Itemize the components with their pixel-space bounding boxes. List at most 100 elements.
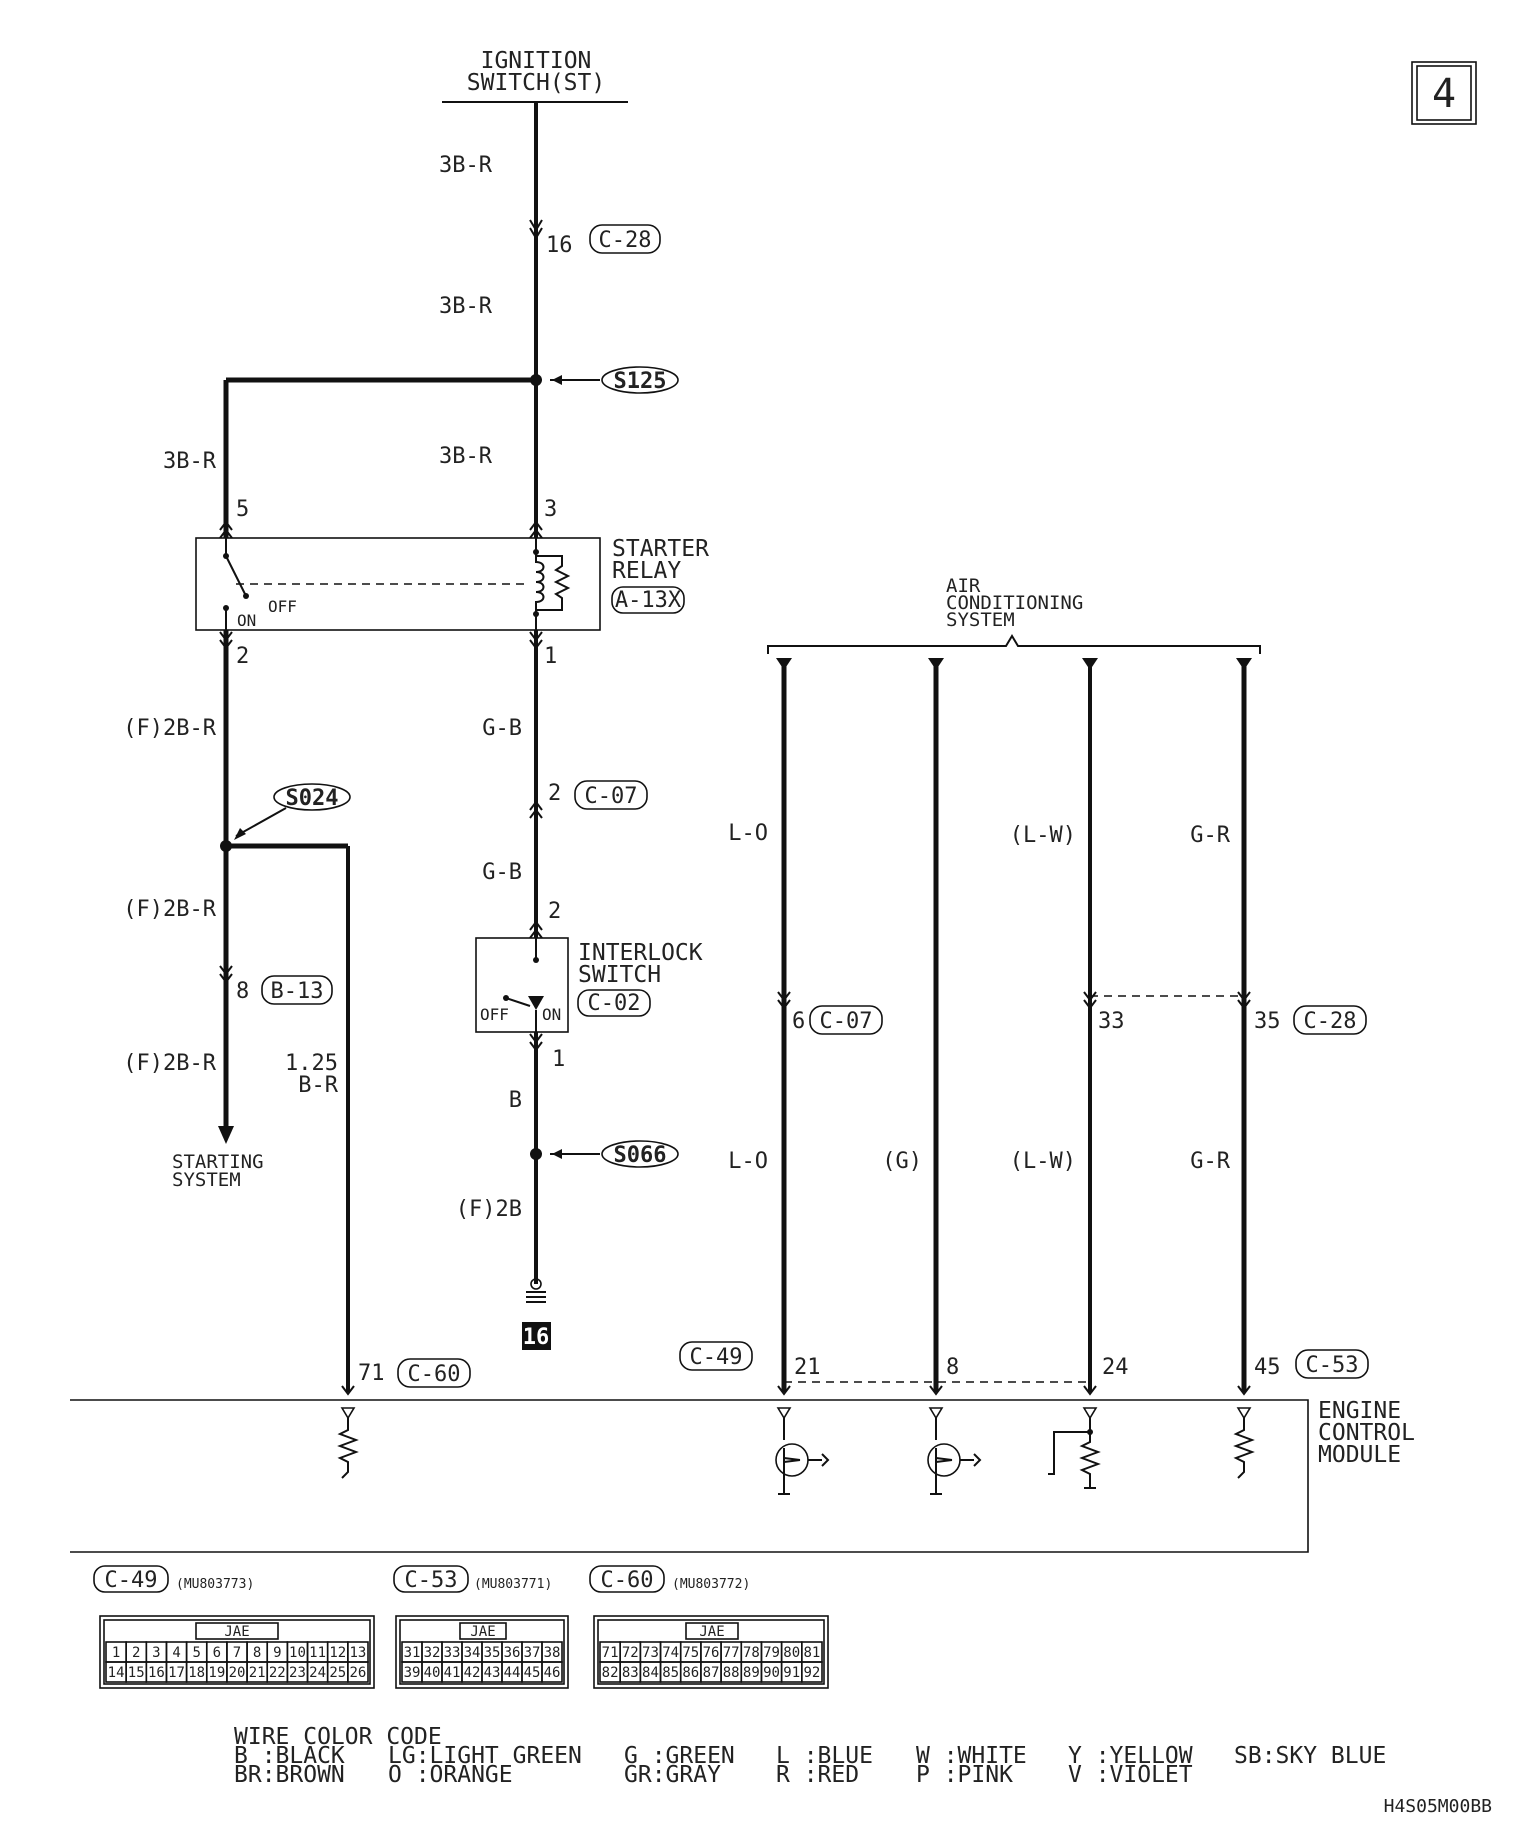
svg-text:S066: S066 <box>614 1143 667 1168</box>
wire-label: (L-W) <box>1010 1149 1076 1174</box>
connector-c60: C-60 <box>397 1358 471 1388</box>
connector-c53: C-53 <box>1295 1349 1369 1379</box>
svg-text:(MU803772): (MU803772) <box>672 1577 750 1592</box>
wire-label: L-O <box>728 821 768 846</box>
svg-text:(MU803771): (MU803771) <box>474 1577 552 1592</box>
interlock-on-label: ON <box>542 1005 561 1024</box>
wire-label: G-R <box>1190 1149 1230 1174</box>
wire-label: (F)2B <box>456 1197 522 1222</box>
wire-label: 1.25 <box>285 1051 338 1076</box>
interlock-label-1: INTERLOCK <box>578 940 703 966</box>
svg-text:R :RED: R :RED <box>776 1762 859 1788</box>
ac-label-2: CONDITIONING <box>946 592 1083 614</box>
connector-c07-bottom: C-07 <box>809 1005 883 1035</box>
svg-text:L :BLUE: L :BLUE <box>776 1743 873 1769</box>
svg-text:G :GREEN: G :GREEN <box>624 1743 735 1769</box>
pin-number: 84 <box>642 1665 659 1681</box>
splice-s066-label: S066 <box>601 1140 679 1168</box>
pin-number: 39 <box>404 1665 421 1681</box>
wire-label: 3B-R <box>439 294 493 319</box>
legend-title: WIRE COLOR CODE <box>234 1724 442 1750</box>
svg-text:W :WHITE: W :WHITE <box>916 1743 1027 1769</box>
pin-number: 41 <box>444 1665 461 1681</box>
pin-label: 5 <box>236 497 249 522</box>
wire-color-code-legend: WIRE COLOR CODE B :BLACK LG:LIGHT GREEN … <box>234 1724 1386 1788</box>
relay-on-label: ON <box>237 611 256 630</box>
pin-label: 1 <box>552 1047 565 1072</box>
wire-label: L-O <box>728 1149 768 1174</box>
ground-ref: 16 <box>523 1325 550 1350</box>
pin-label: 8 <box>236 979 249 1004</box>
svg-text:C-07: C-07 <box>820 1009 873 1034</box>
svg-text:C-49: C-49 <box>105 1568 158 1593</box>
svg-text:JAE: JAE <box>224 1624 249 1640</box>
ignition-label-1: IGNITION <box>481 48 592 74</box>
pin-number: 22 <box>269 1665 286 1681</box>
wire-label: 3B-R <box>163 449 217 474</box>
pin-number: 21 <box>249 1665 266 1681</box>
pin-number: 25 <box>329 1665 346 1681</box>
pin-label: 21 <box>794 1355 821 1380</box>
pin-number: 77 <box>723 1645 740 1661</box>
pin-number: 10 <box>289 1645 306 1661</box>
ecm-label-2: CONTROL <box>1318 1420 1415 1446</box>
svg-text:O :ORANGE: O :ORANGE <box>388 1762 513 1788</box>
pin-number: 17 <box>168 1665 185 1681</box>
pin-number: 71 <box>602 1645 619 1661</box>
svg-text:SB:SKY BLUE: SB:SKY BLUE <box>1234 1743 1386 1769</box>
pin-number: 42 <box>464 1665 481 1681</box>
pin-number: 18 <box>188 1665 205 1681</box>
pin-number: 43 <box>484 1665 501 1681</box>
pin-number: 37 <box>524 1645 541 1661</box>
pin-number: 92 <box>803 1665 820 1681</box>
wire-label: G-R <box>1190 823 1230 848</box>
pin-number: 40 <box>424 1665 441 1681</box>
svg-text:S024: S024 <box>286 786 339 811</box>
pin-number: 74 <box>662 1645 679 1661</box>
pin-number: 12 <box>329 1645 346 1661</box>
splice-s066-dot <box>530 1148 542 1160</box>
pin-number: 9 <box>273 1645 281 1661</box>
connector-c07-top: C-07 <box>574 780 648 810</box>
ac-label-3: SYSTEM <box>946 609 1015 631</box>
connector-c28-top: C-28 <box>589 224 661 254</box>
starting-system-label-2: SYSTEM <box>172 1169 241 1191</box>
relay-off-label: OFF <box>268 597 297 616</box>
pin-label: 71 <box>358 1361 385 1386</box>
pin-number: 34 <box>464 1645 481 1661</box>
ignition-switch: IGNITION SWITCH(ST) <box>442 48 628 103</box>
pin-number: 85 <box>662 1665 679 1681</box>
pin-label: 45 <box>1254 1355 1281 1380</box>
starter-relay: OFF ON STARTER RELAY A-13X <box>195 536 709 631</box>
pin-label: 16 <box>546 233 573 258</box>
svg-text:(MU803773): (MU803773) <box>176 1577 254 1592</box>
pin-number: 79 <box>763 1645 780 1661</box>
pin-number: 82 <box>602 1665 619 1681</box>
connector-c02: C-02 <box>588 991 641 1016</box>
pin-label: 6 <box>792 1009 805 1034</box>
pin-number: 13 <box>349 1645 366 1661</box>
pin-number: 31 <box>404 1645 421 1661</box>
pin-number: 32 <box>424 1645 441 1661</box>
wire-label: B <box>509 1088 522 1113</box>
ignition-label-2: SWITCH(ST) <box>467 70 605 96</box>
pin-number: 2 <box>132 1645 140 1661</box>
ac-label-1: AIR <box>946 575 981 597</box>
svg-text:V :VIOLET: V :VIOLET <box>1068 1762 1193 1788</box>
pin-number: 38 <box>544 1645 561 1661</box>
pin-cell <box>801 1661 823 1683</box>
pin-label: 2 <box>548 899 561 924</box>
wire-label: (F)2B-R <box>123 1051 216 1076</box>
pin-number: 26 <box>349 1665 366 1681</box>
resistor-icon <box>1233 1418 1255 1479</box>
pin-number: 90 <box>763 1665 780 1681</box>
resistor-icon <box>1079 1432 1101 1488</box>
connector-c28-bottom: C-28 <box>1293 1005 1367 1035</box>
ecm-label-1: ENGINE <box>1318 1398 1401 1424</box>
pin-number: 15 <box>128 1665 145 1681</box>
pin-number: 16 <box>148 1665 165 1681</box>
pin-number: 81 <box>803 1645 820 1661</box>
svg-text:C-60: C-60 <box>408 1362 461 1387</box>
